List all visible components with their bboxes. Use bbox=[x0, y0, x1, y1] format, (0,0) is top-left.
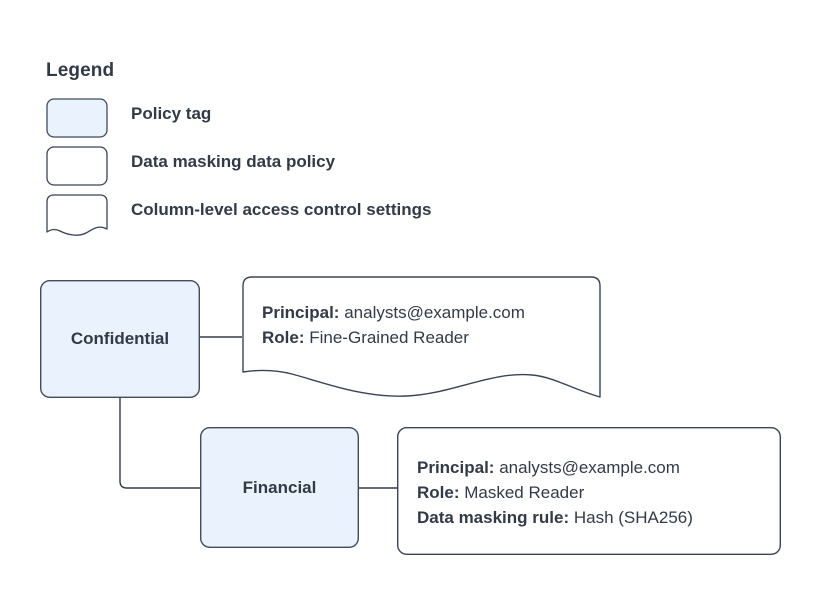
legend-label-access-control: Column-level access control settings bbox=[131, 200, 432, 219]
callout-line-key: Role: bbox=[417, 483, 460, 502]
node-confidential[interactable]: Confidential bbox=[39, 279, 201, 398]
callout-line: Role: Fine-Grained Reader bbox=[262, 325, 525, 350]
callout-line-key: Principal: bbox=[417, 458, 495, 477]
callout-line-value: analysts@example.com bbox=[344, 303, 525, 322]
callout-line-key: Principal: bbox=[262, 303, 340, 322]
legend-label-data-masking-policy: Data masking data policy bbox=[131, 152, 336, 171]
legend-swatch-policy-tag bbox=[46, 98, 108, 138]
callout-line: Principal: analysts@example.com bbox=[262, 300, 525, 325]
node-financial[interactable]: Financial bbox=[199, 426, 360, 548]
callout-line-value: Hash (SHA256) bbox=[573, 508, 693, 527]
callout-line-value: analysts@example.com bbox=[499, 458, 680, 477]
callout-line: Data masking rule: Hash (SHA256) bbox=[417, 505, 693, 530]
callout-line-key: Role: bbox=[262, 328, 305, 347]
callout-line: Role: Masked Reader bbox=[417, 480, 693, 505]
callout-financial-text: Principal: analysts@example.com Role: Ma… bbox=[417, 455, 693, 530]
legend-title: Legend bbox=[46, 60, 115, 81]
legend-label-policy-tag: Policy tag bbox=[131, 104, 212, 123]
callout-line-key: Data masking rule: bbox=[417, 508, 570, 527]
node-financial-label: Financial bbox=[242, 477, 317, 497]
callout-confidential-text: Principal: analysts@example.com Role: Fi… bbox=[262, 300, 525, 350]
legend-swatch-access-control bbox=[46, 194, 108, 236]
node-confidential-label: Confidential bbox=[70, 329, 170, 348]
callout-line: Principal: analysts@example.com bbox=[417, 455, 693, 480]
callout-confidential[interactable]: Principal: analysts@example.com Role: Fi… bbox=[242, 276, 601, 400]
callout-financial[interactable]: Principal: analysts@example.com Role: Ma… bbox=[396, 426, 782, 555]
callout-line-value: Fine-Grained Reader bbox=[309, 328, 469, 347]
legend-swatch-data-masking-policy bbox=[46, 146, 108, 186]
callout-line-value: Masked Reader bbox=[464, 483, 585, 502]
edge-confidential-to-financial bbox=[119, 398, 200, 489]
